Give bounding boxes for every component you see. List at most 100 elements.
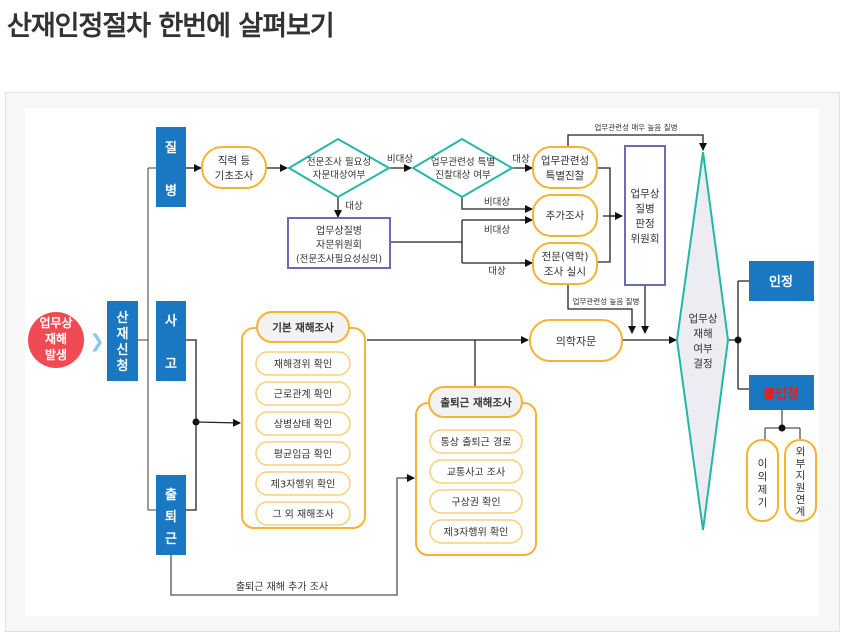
basic-investigation-pill <box>255 441 351 466</box>
svg-text:자문대상여부: 자문대상여부 <box>313 169 366 181</box>
commute-investigation-pill <box>429 519 523 544</box>
advisory-committee-node: 업무상질병 자문위원회 (전문조사필요성심의) <box>287 217 391 269</box>
svg-text:불인정: 불인정 <box>763 386 799 402</box>
svg-text:외: 외 <box>796 446 806 458</box>
label-target-2: 대상 <box>512 154 530 165</box>
label-high-relevance: 업무관련성 높음 질병 <box>573 296 640 306</box>
svg-text:여부: 여부 <box>693 343 713 355</box>
svg-text:근: 근 <box>165 532 177 547</box>
additional-survey-node: 추가조사 <box>532 194 598 237</box>
label-non-target-2: 비대상 <box>484 197 510 208</box>
svg-text:고: 고 <box>165 357 177 372</box>
page-title: 산재인정절차 한번에 살펴보기 <box>7 11 335 42</box>
svg-text:(전문조사필요성심의): (전문조사필요성심의) <box>296 253 382 265</box>
connector-commute-extra <box>170 477 413 596</box>
svg-text:의학자문: 의학자문 <box>556 335 596 348</box>
basic-investigation-item: 재해경위 확인 <box>274 358 332 371</box>
label-target-3: 대상 <box>488 266 506 277</box>
commute-investigation-item: 구상권 확인 <box>451 497 500 509</box>
basic-investigation-item: 제3자행위 확인 <box>271 478 336 491</box>
svg-text:원: 원 <box>796 482 806 494</box>
svg-text:업무상: 업무상 <box>689 312 718 325</box>
svg-text:전문조사 필요성: 전문조사 필요성 <box>307 156 371 168</box>
svg-text:결정: 결정 <box>693 358 712 370</box>
basic-investigation-pill <box>255 411 351 436</box>
basic-survey-node: 직력 등 기초조사 <box>201 146 267 189</box>
svg-text:인정: 인정 <box>769 274 793 290</box>
final-decision-node: 업무상 재해 여부 결정 <box>675 151 730 531</box>
commute-investigation-pill <box>429 489 523 514</box>
svg-text:위원회: 위원회 <box>631 232 660 245</box>
start-event: 업무상 재해 발생 ❯ <box>28 312 105 368</box>
svg-text:진찰대상 여부: 진찰대상 여부 <box>435 169 491 181</box>
basic-investigation-item: 평균임금 확인 <box>274 448 332 461</box>
basic-investigation-pill <box>255 501 351 526</box>
connector-final-to-outcome <box>728 280 750 390</box>
application-box: 산 재 신 청 <box>107 301 138 381</box>
commute-investigation-item: 통상 출퇴근 경로 <box>441 436 512 449</box>
connector-d2-to-additional <box>461 197 533 213</box>
svg-text:질병: 질병 <box>635 203 654 215</box>
svg-text:병: 병 <box>165 183 177 199</box>
approved-box: 인정 <box>749 261 814 301</box>
category-disease: 질 병 <box>156 127 186 207</box>
svg-text:업무관련성 특별: 업무관련성 특별 <box>431 156 495 168</box>
svg-text:조사 실시: 조사 실시 <box>544 266 586 278</box>
svg-text:제: 제 <box>758 484 768 496</box>
start-line-3: 발생 <box>45 347 67 362</box>
basic-investigation-header: 기본 재해조사 <box>272 321 334 334</box>
connectors <box>137 134 801 596</box>
svg-text:이: 이 <box>758 458 768 470</box>
external-support-node: 외 부 지 원 연 계 <box>784 439 817 522</box>
label-commute-extra: 출퇴근 재해 추가 조사 <box>236 580 328 593</box>
connector-to-judgment <box>597 167 622 263</box>
label-target-1: 대상 <box>345 201 363 212</box>
commute-investigation-item: 제3자행위 확인 <box>444 526 509 539</box>
judgment-committee-node: 업무상 질병 판정 위원회 <box>624 145 666 286</box>
special-exam-node: 업무관련성 특별진찰 <box>532 146 598 189</box>
commute-investigation-pill <box>429 459 523 484</box>
svg-text:업무상질병: 업무상질병 <box>316 224 362 237</box>
svg-text:직력 등: 직력 등 <box>218 155 251 167</box>
label-non-target-1: 비대상 <box>387 154 413 165</box>
svg-text:출: 출 <box>165 487 177 503</box>
commute-investigation-item: 교통사고 조사 <box>447 467 505 479</box>
svg-text:의: 의 <box>758 471 768 483</box>
commute-investigation-pill <box>429 429 523 454</box>
medical-advice-node: 의학자문 <box>529 319 623 362</box>
basic-investigation-item: 근로관계 확인 <box>274 389 332 401</box>
svg-text:퇴: 퇴 <box>165 509 177 525</box>
svg-text:전문(역학): 전문(역학) <box>542 251 589 263</box>
svg-text:산: 산 <box>117 310 129 326</box>
basic-investigation-pill <box>255 381 351 406</box>
svg-text:추가조사: 추가조사 <box>546 210 585 222</box>
start-line-1: 업무상 <box>39 315 72 330</box>
category-accident: 사 고 <box>156 301 186 381</box>
basic-investigation-pill <box>255 471 351 496</box>
basic-investigation-item: 그 외 재해조사 <box>272 508 334 521</box>
svg-text:업무상: 업무상 <box>631 187 660 200</box>
basic-investigation-pill <box>255 351 351 376</box>
connector-high <box>567 285 636 334</box>
start-line-2: 재해 <box>45 332 67 346</box>
connector-trunk <box>137 167 157 511</box>
category-commute: 출 퇴 근 <box>156 475 186 555</box>
svg-text:청: 청 <box>117 358 129 374</box>
svg-text:질: 질 <box>165 141 177 156</box>
svg-text:신: 신 <box>117 343 129 358</box>
svg-text:부: 부 <box>796 458 806 470</box>
svg-text:판정: 판정 <box>635 218 654 230</box>
svg-text:자문위원회: 자문위원회 <box>316 238 362 251</box>
label-non-target-3: 비대상 <box>484 225 510 236</box>
svg-text:지: 지 <box>796 470 806 482</box>
label-very-high-relevance: 업무관련성 매우 높음 질병 <box>594 122 677 132</box>
basic-investigation-item: 상병상태 확인 <box>274 419 332 431</box>
svg-text:기초조사: 기초조사 <box>215 170 254 182</box>
connector-very-high <box>567 134 707 151</box>
rejected-box: 불인정 <box>749 375 814 410</box>
svg-text:특별진찰: 특별진찰 <box>546 170 585 182</box>
svg-text:기: 기 <box>758 497 768 509</box>
